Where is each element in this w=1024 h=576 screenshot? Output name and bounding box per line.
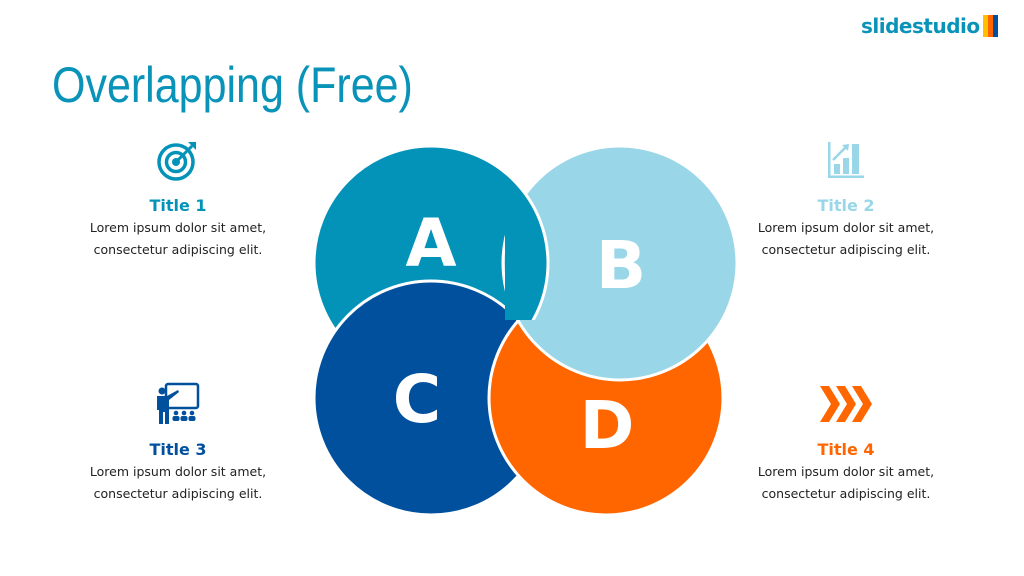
item-2-title: Title 2 (817, 196, 875, 215)
circle-b (501, 144, 739, 382)
item-3-line2: consectetur adipiscing elit. (93, 486, 263, 501)
circle-a-overlap (505, 170, 550, 320)
item-3-title: Title 3 (149, 440, 207, 459)
item-3: Title 3 Lorem ipsum dolor sit amet, cons… (58, 382, 298, 505)
slide-title: Overlapping (Free) (52, 57, 413, 113)
item-3-line1: Lorem ipsum dolor sit amet, (89, 464, 267, 479)
item-4-title: Title 4 (817, 440, 875, 459)
circle-d-label: D (580, 387, 635, 464)
logo-mark-icon (982, 15, 998, 37)
slidestudio-logo: slidestudio (861, 14, 998, 38)
growth-chart-icon (726, 138, 966, 182)
chevrons-right-icon (726, 382, 966, 426)
item-1: Title 1 Lorem ipsum dolor sit amet, cons… (58, 138, 298, 261)
item-1-line1: Lorem ipsum dolor sit amet, (89, 220, 267, 235)
item-2-line1: Lorem ipsum dolor sit amet, (757, 220, 935, 235)
item-4-line1: Lorem ipsum dolor sit amet, (757, 464, 935, 479)
presentation-icon (58, 382, 298, 426)
target-icon (58, 138, 298, 182)
item-1-line2: consectetur adipiscing elit. (93, 242, 263, 257)
circle-b-label: B (596, 227, 646, 304)
item-1-title: Title 1 (149, 196, 207, 215)
logo-text: slidestudio (861, 14, 980, 38)
circle-c-label: C (393, 361, 441, 438)
item-2: Title 2 Lorem ipsum dolor sit amet, cons… (726, 138, 966, 261)
circle-a-label: A (405, 205, 456, 282)
item-4: Title 4 Lorem ipsum dolor sit amet, cons… (726, 382, 966, 505)
item-4-line2: consectetur adipiscing elit. (761, 486, 931, 501)
item-2-line2: consectetur adipiscing elit. (761, 242, 931, 257)
